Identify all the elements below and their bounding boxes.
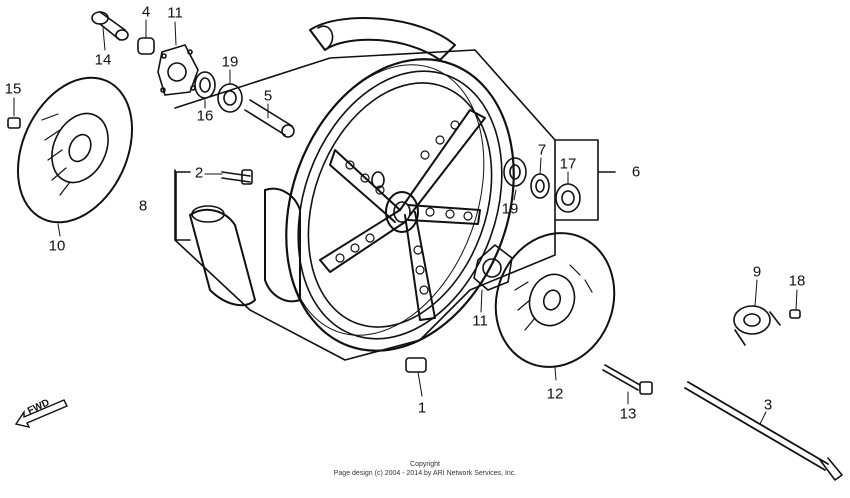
part-label-16[interactable]: 16 — [196, 107, 214, 125]
bearing-19-right — [503, 157, 527, 187]
part-label-5[interactable]: 5 — [263, 87, 273, 105]
part-label-10[interactable]: 10 — [48, 237, 66, 255]
bolt-15 — [7, 117, 21, 129]
copyright-footer: Copyright Page design (c) 2004 - 2014 by… — [0, 460, 850, 478]
bracket-6 — [554, 139, 616, 221]
bolt-13 — [602, 364, 653, 395]
seal-17 — [555, 183, 581, 213]
wheel-rim — [285, 58, 515, 352]
valve-2 — [221, 169, 253, 185]
gearbox-9 — [733, 305, 781, 346]
part-label-11-lower[interactable]: 11 — [472, 312, 488, 330]
part-label-18[interactable]: 18 — [788, 272, 806, 290]
screw-18 — [789, 309, 801, 319]
leader-lines — [13, 19, 798, 425]
spoke-holes — [335, 120, 473, 295]
bearing-19-top — [217, 83, 243, 113]
tube-spacer-14 — [91, 11, 129, 41]
tire-left — [189, 187, 301, 307]
part-label-13[interactable]: 13 — [619, 405, 637, 423]
part-label-6[interactable]: 6 — [631, 163, 641, 181]
part-label-15[interactable]: 15 — [4, 80, 22, 98]
copyright-line-1: Copyright — [410, 461, 440, 468]
seal-16 — [194, 71, 216, 99]
brake-disc-12 — [494, 232, 616, 368]
collar-7 — [530, 173, 550, 199]
part-label-19-top[interactable]: 19 — [221, 53, 239, 71]
part-label-7[interactable]: 7 — [537, 141, 547, 159]
part-label-17[interactable]: 17 — [559, 155, 577, 173]
gasket-11-lower — [473, 244, 513, 291]
bracket-8 — [175, 171, 191, 241]
gasket-11-top — [157, 44, 199, 96]
part-label-11-top[interactable]: 11 — [167, 4, 183, 22]
part-label-12[interactable]: 12 — [546, 385, 564, 403]
fwd-arrow-icon — [14, 399, 68, 428]
brake-disc-10 — [16, 76, 134, 224]
part-label-14[interactable]: 14 — [94, 51, 112, 69]
part-label-3[interactable]: 3 — [763, 396, 773, 414]
axle-3 — [684, 381, 843, 481]
tire-upper — [309, 17, 456, 61]
part-label-19-right[interactable]: 19 — [501, 200, 519, 218]
part-label-2[interactable]: 2 — [194, 164, 204, 182]
part-label-4[interactable]: 4 — [141, 3, 151, 21]
collar-4 — [137, 37, 155, 55]
part-label-9[interactable]: 9 — [752, 263, 762, 281]
assembly-outline — [174, 49, 556, 361]
nut-1 — [405, 357, 427, 373]
wheel-hub — [371, 171, 419, 233]
part-label-8[interactable]: 8 — [138, 197, 148, 215]
wheel-spokes — [319, 109, 486, 321]
spacer-5 — [244, 99, 295, 138]
part-label-1[interactable]: 1 — [417, 399, 427, 417]
copyright-line-2: Page design (c) 2004 - 2014 by ARI Netwo… — [333, 470, 517, 477]
